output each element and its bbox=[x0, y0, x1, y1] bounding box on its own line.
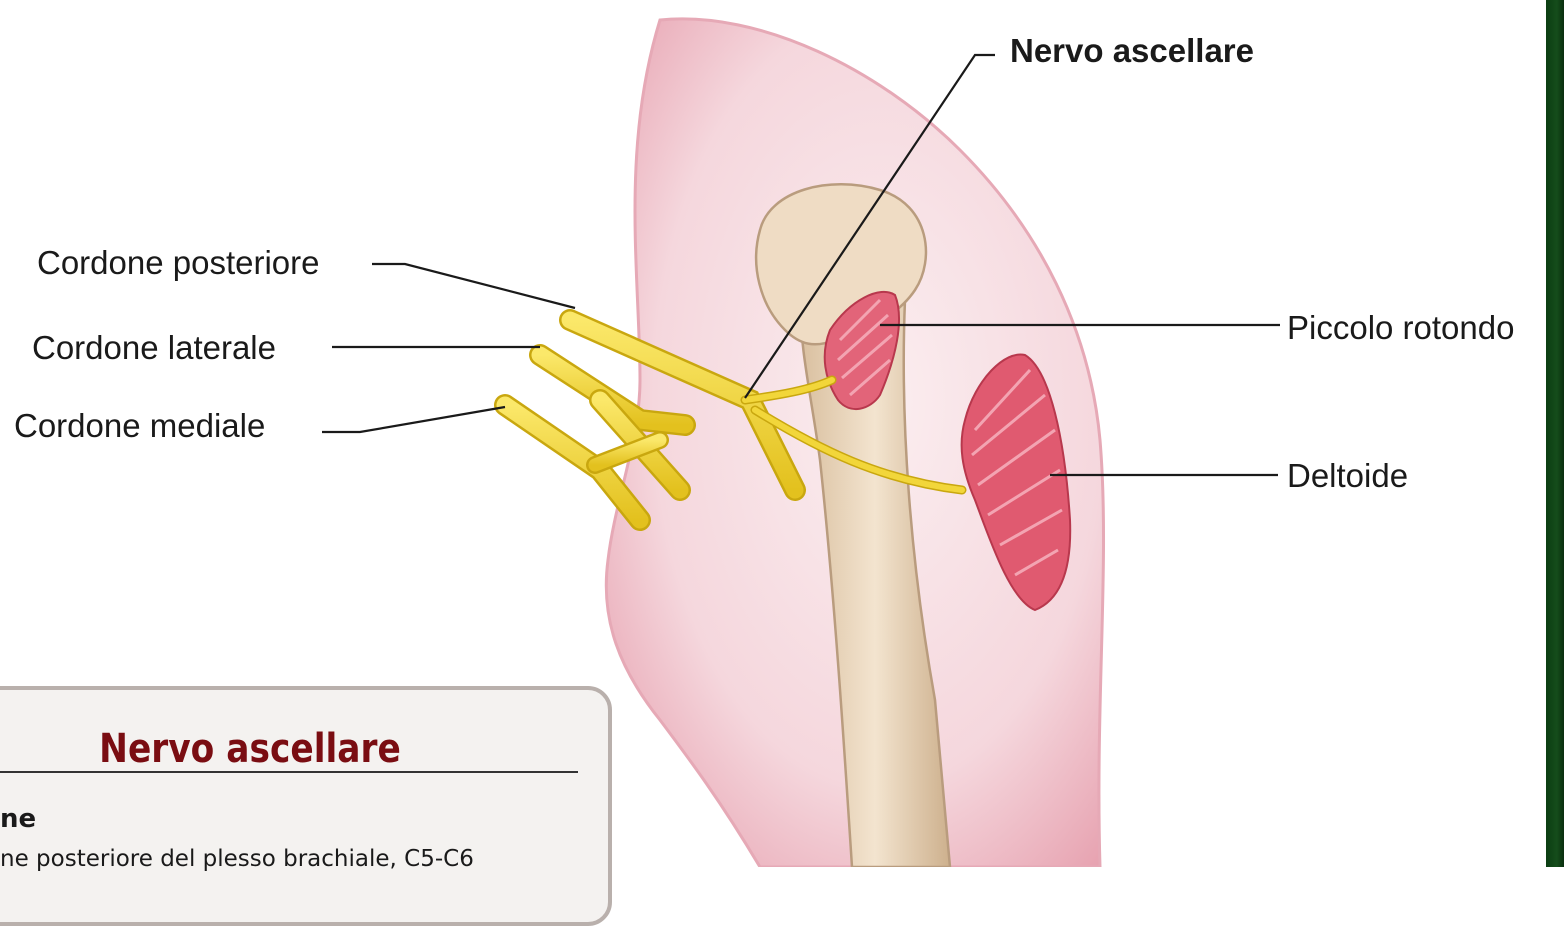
diagram-stage: Nervo ascellare Cordone posteriore Cordo… bbox=[0, 0, 1564, 867]
info-box-text: ne posteriore del plesso brachiale, C5-C… bbox=[0, 846, 474, 872]
label-deltoide: Deltoide bbox=[1287, 459, 1408, 492]
label-piccolo-rotondo: Piccolo rotondo bbox=[1287, 311, 1514, 344]
info-box-heading: ne bbox=[0, 804, 36, 834]
frame-edge bbox=[1546, 0, 1564, 867]
label-cordone-mediale: Cordone mediale bbox=[14, 409, 265, 442]
label-nervo-ascellare: Nervo ascellare bbox=[1010, 34, 1254, 67]
info-box-divider bbox=[0, 771, 578, 773]
info-box-title: Nervo ascellare bbox=[35, 726, 465, 772]
leader-cordone-posteriore bbox=[372, 264, 575, 308]
info-box bbox=[0, 686, 612, 926]
label-cordone-posteriore: Cordone posteriore bbox=[37, 246, 320, 279]
label-cordone-laterale: Cordone laterale bbox=[32, 331, 276, 364]
leader-cordone-mediale bbox=[322, 407, 505, 432]
